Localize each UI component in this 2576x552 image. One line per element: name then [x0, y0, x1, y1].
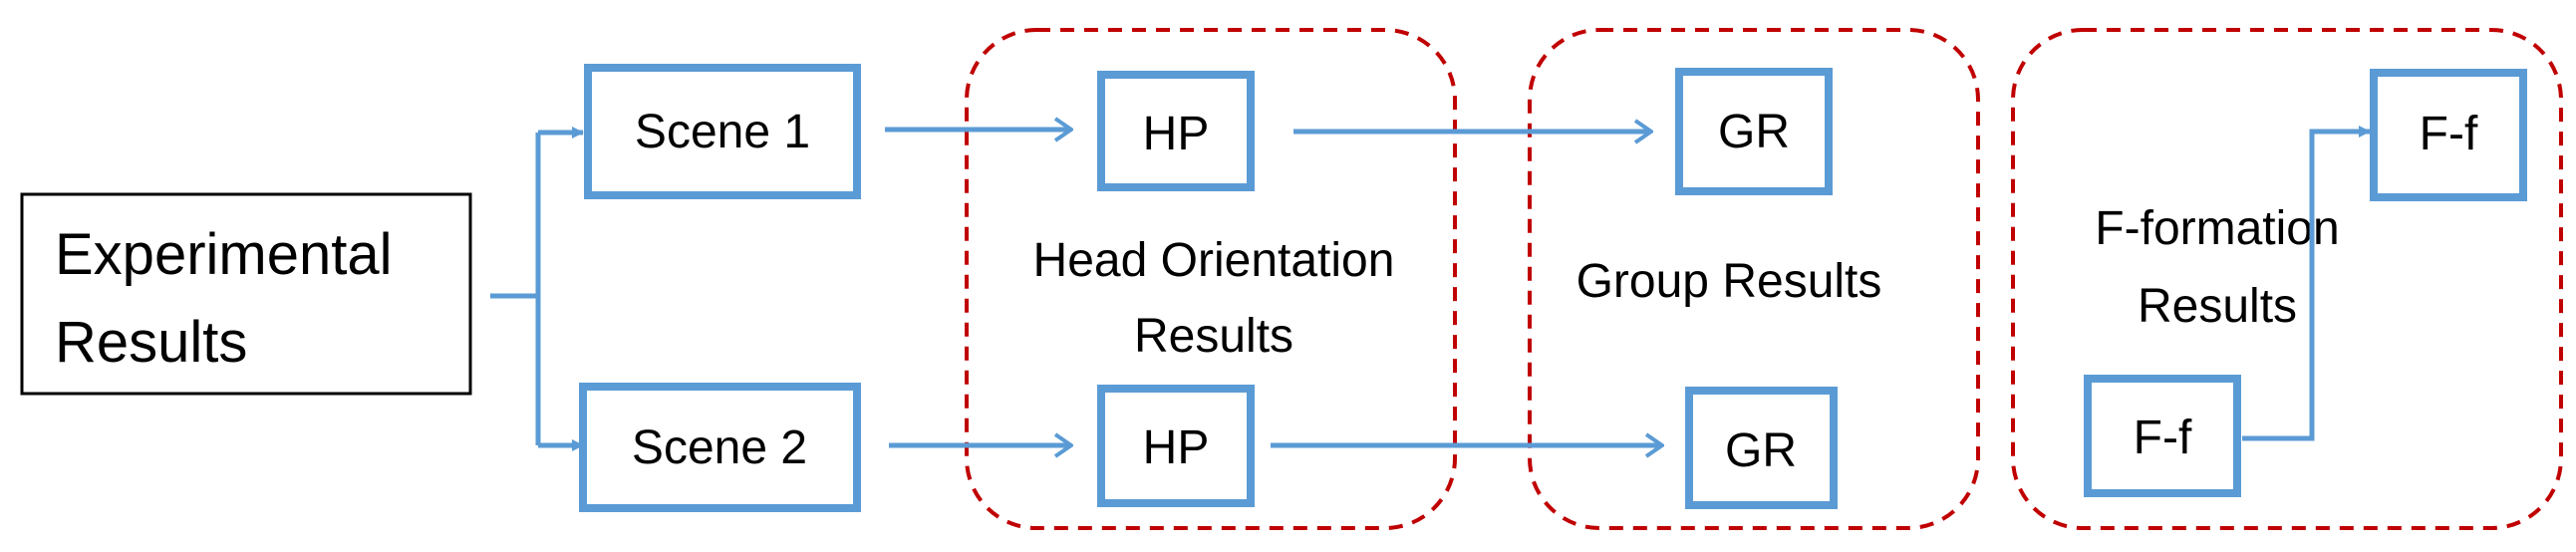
gr2-box — [1685, 387, 1838, 509]
gr2-label: GR — [1725, 424, 1797, 477]
gr1-box — [1675, 68, 1833, 195]
head-orientation-label-line1: Head Orientation — [1033, 234, 1395, 287]
head-orientation-group — [965, 28, 1457, 530]
arrow-ff-bottom-to-ff-top — [2242, 126, 2371, 441]
hp1-label: HP — [1143, 108, 1210, 160]
scene2-box — [579, 383, 861, 512]
group-results-label: Group Results — [1576, 255, 1882, 308]
experimental-results-line2: Results — [55, 310, 247, 375]
experimental-results-line1: Experimental — [55, 222, 392, 287]
hp2-box — [1097, 385, 1255, 507]
ff-bottom-label: F-f — [2134, 412, 2192, 464]
ff-top-box — [2370, 69, 2527, 201]
hp1-box — [1097, 71, 1255, 191]
head-orientation-label-line2: Results — [1134, 310, 1293, 363]
experimental-results-box — [20, 192, 472, 396]
f-formation-label-line1: F-formation — [2095, 202, 2339, 255]
scene1-box — [584, 64, 861, 199]
ff-bottom-box — [2084, 375, 2241, 497]
hp2-label: HP — [1143, 421, 1210, 474]
gr1-label: GR — [1718, 106, 1790, 158]
ff-top-label: F-f — [2420, 108, 2478, 160]
f-formation-label-line2: Results — [2138, 280, 2297, 333]
scene2-label: Scene 2 — [632, 421, 807, 474]
f-formation-group — [2011, 28, 2563, 530]
scene1-label: Scene 1 — [635, 106, 810, 158]
group-results-group — [1528, 28, 1980, 530]
